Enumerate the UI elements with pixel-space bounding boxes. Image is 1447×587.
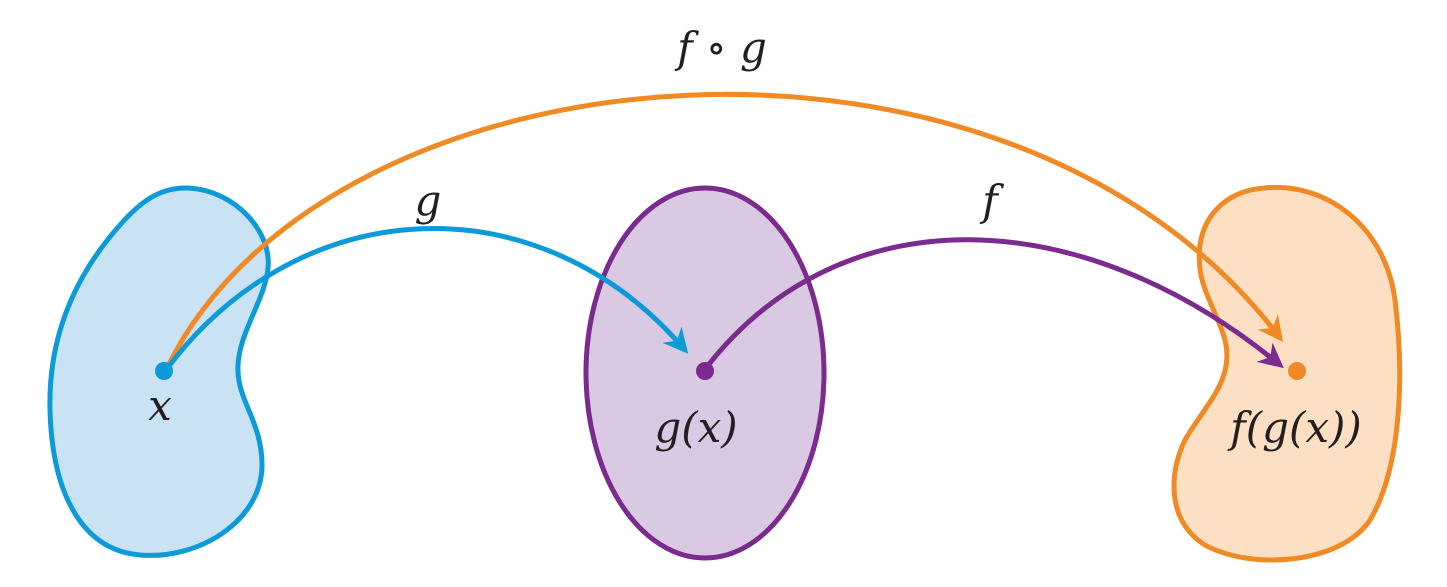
arrow-f <box>704 237 1284 370</box>
label-composition: f ∘ g <box>674 23 767 72</box>
arrow-g <box>163 226 689 372</box>
point-x <box>155 362 173 380</box>
point-fgx <box>1288 362 1306 380</box>
point-gx <box>696 362 714 380</box>
label-fgx: f(g(x)) <box>1227 403 1362 452</box>
set-codomain <box>1171 184 1403 563</box>
label-g: g <box>415 176 442 225</box>
label-f: f <box>979 176 1004 225</box>
label-x: x <box>148 381 172 430</box>
label-gx: g(x) <box>654 403 737 452</box>
arrow-f-compose-g <box>165 91 1284 368</box>
